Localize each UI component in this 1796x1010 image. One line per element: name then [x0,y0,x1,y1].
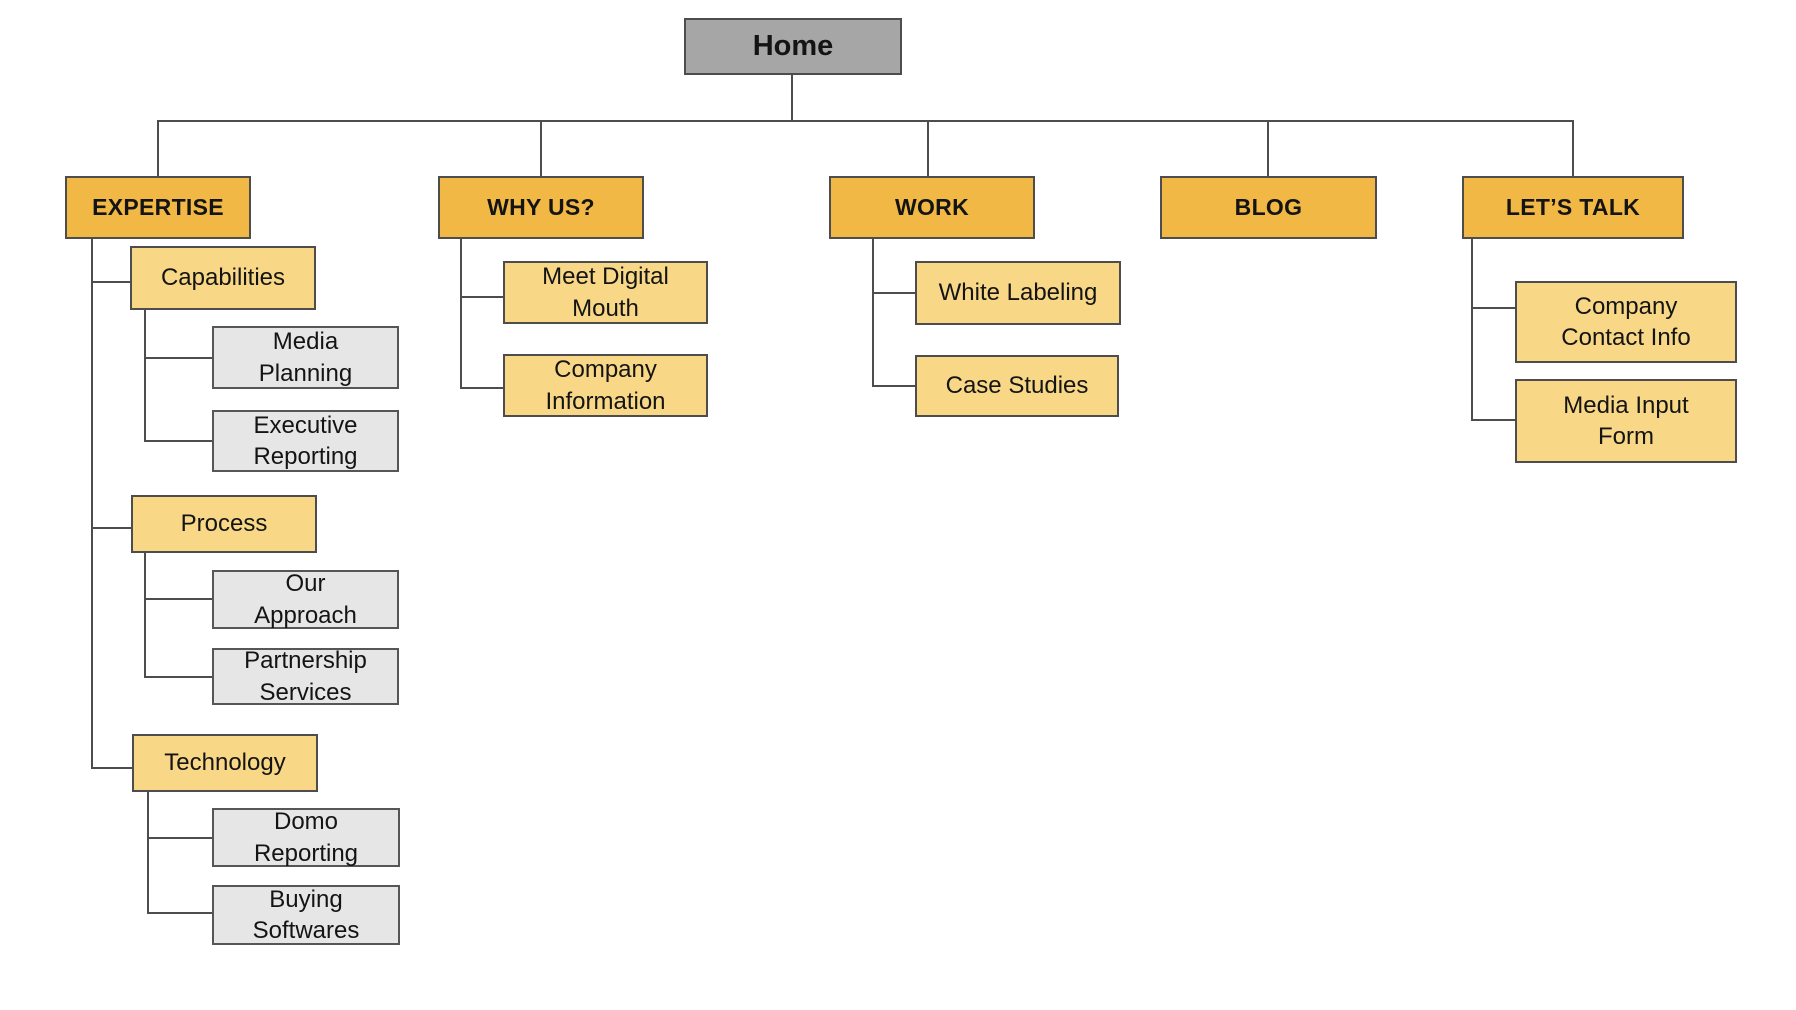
connector-top-rail [157,120,1574,122]
connector-branch-capabilities [91,281,130,283]
connector-branch-media-planning [144,357,212,359]
node-meet-digital-mouth: Meet Digital Mouth [503,261,708,324]
node-media-planning: Media Planning [212,326,399,389]
node-blog: BLOG [1160,176,1377,239]
node-partnership-services: Partnership Services [212,647,399,706]
connector-branch-process [91,527,131,529]
node-home: Home [684,18,902,75]
connector-drop-work [927,120,929,176]
connector-branch-domo-reporting [147,837,212,839]
connector-trunk-lets-talk [1471,239,1473,421]
node-technology: Technology [132,734,318,792]
connector-home-drop [791,75,793,121]
node-media-input-form: Media Input Form [1515,379,1737,463]
connector-trunk-why-us [460,239,462,389]
connector-branch-technology [91,767,132,769]
connector-drop-why-us [540,120,542,176]
node-expertise: EXPERTISE [65,176,251,239]
connector-branch-meet-digital-mouth [460,296,503,298]
node-lets-talk: LET’S TALK [1462,176,1684,239]
connector-branch-company-information [460,387,503,389]
node-buying-softwares: Buying Softwares [212,885,400,945]
connector-branch-partnership-services [144,676,212,678]
node-company-contact-info: Company Contact Info [1515,281,1737,363]
connector-drop-lets-talk [1572,120,1574,176]
connector-trunk-capabilities [144,310,146,442]
connector-drop-blog [1267,120,1269,176]
node-white-labeling: White Labeling [915,261,1121,325]
connector-branch-company-contact-info [1471,307,1515,309]
node-why-us: WHY US? [438,176,644,239]
connector-trunk-expertise [91,239,93,769]
connector-branch-white-labeling [872,292,915,294]
node-case-studies: Case Studies [915,355,1119,417]
node-domo-reporting: Domo Reporting [212,808,400,867]
node-work: WORK [829,176,1035,239]
connector-branch-our-approach [144,598,212,600]
connector-branch-buying-softwares [147,912,212,914]
connector-trunk-technology [147,792,149,914]
node-executive-reporting: Executive Reporting [212,410,399,472]
node-our-approach: Our Approach [212,570,399,629]
connector-trunk-work [872,239,874,387]
node-process: Process [131,495,317,553]
connector-branch-executive-reporting [144,440,212,442]
node-company-information: Company Information [503,354,708,417]
connector-branch-case-studies [872,385,915,387]
node-capabilities: Capabilities [130,246,316,310]
connector-drop-expertise [157,120,159,176]
connector-branch-media-input-form [1471,419,1515,421]
connector-trunk-process [144,553,146,678]
